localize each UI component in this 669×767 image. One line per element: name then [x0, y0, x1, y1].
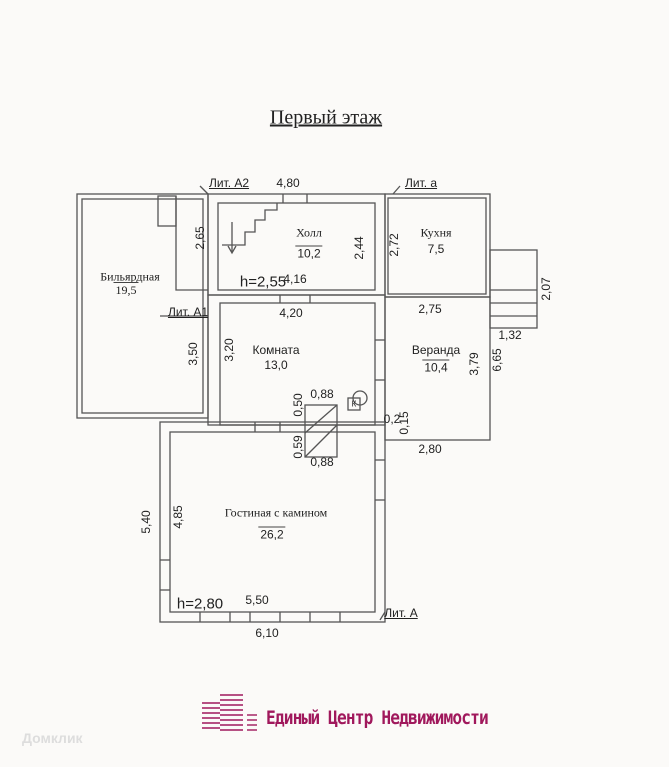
watermark: Домклик [22, 730, 83, 746]
liter-label: Лит. А1 [167, 305, 209, 319]
dimension: 6,10 [255, 626, 279, 640]
ceiling-height: h=2,80 [176, 595, 224, 613]
liter-label: Лит. А [384, 606, 418, 620]
liter-label: Лит. а [404, 176, 438, 190]
dimension: 5,50 [245, 593, 269, 607]
room-name: Холл [296, 225, 322, 240]
room-name: Гостиная с камином [224, 505, 328, 520]
dimension: 4,20 [279, 306, 303, 320]
dimension: 4,80 [276, 176, 300, 190]
room-name: Комната [252, 343, 300, 357]
room-area: 7,5 [427, 242, 445, 256]
room-name: Веранда [411, 343, 461, 357]
room-area: 13,0 [264, 358, 288, 372]
page-title: Первый этаж [269, 106, 383, 129]
room-name: Бильярдная [100, 269, 160, 284]
room-area: 19,5 [113, 282, 139, 297]
dimension: 1,32 [498, 328, 522, 342]
room-area: 10,2 [295, 245, 323, 261]
room-area: 26,2 [258, 526, 286, 542]
company-name: Единый Центр Недвижимости [266, 707, 489, 729]
room-name: Кухня [420, 225, 452, 240]
room-area: 10,4 [422, 359, 450, 375]
ceiling-height: h=2,55 [239, 273, 287, 291]
stove-mark: К [351, 399, 357, 409]
dimension: 0,88 [310, 387, 334, 401]
dimension: 0,2 [383, 412, 401, 426]
liter-label: Лит. А2 [208, 176, 250, 190]
dimension: 4,16 [283, 272, 307, 286]
dimension: 2,80 [418, 442, 442, 456]
dimension: 2,75 [418, 302, 442, 316]
dimension: 0,88 [310, 455, 334, 469]
